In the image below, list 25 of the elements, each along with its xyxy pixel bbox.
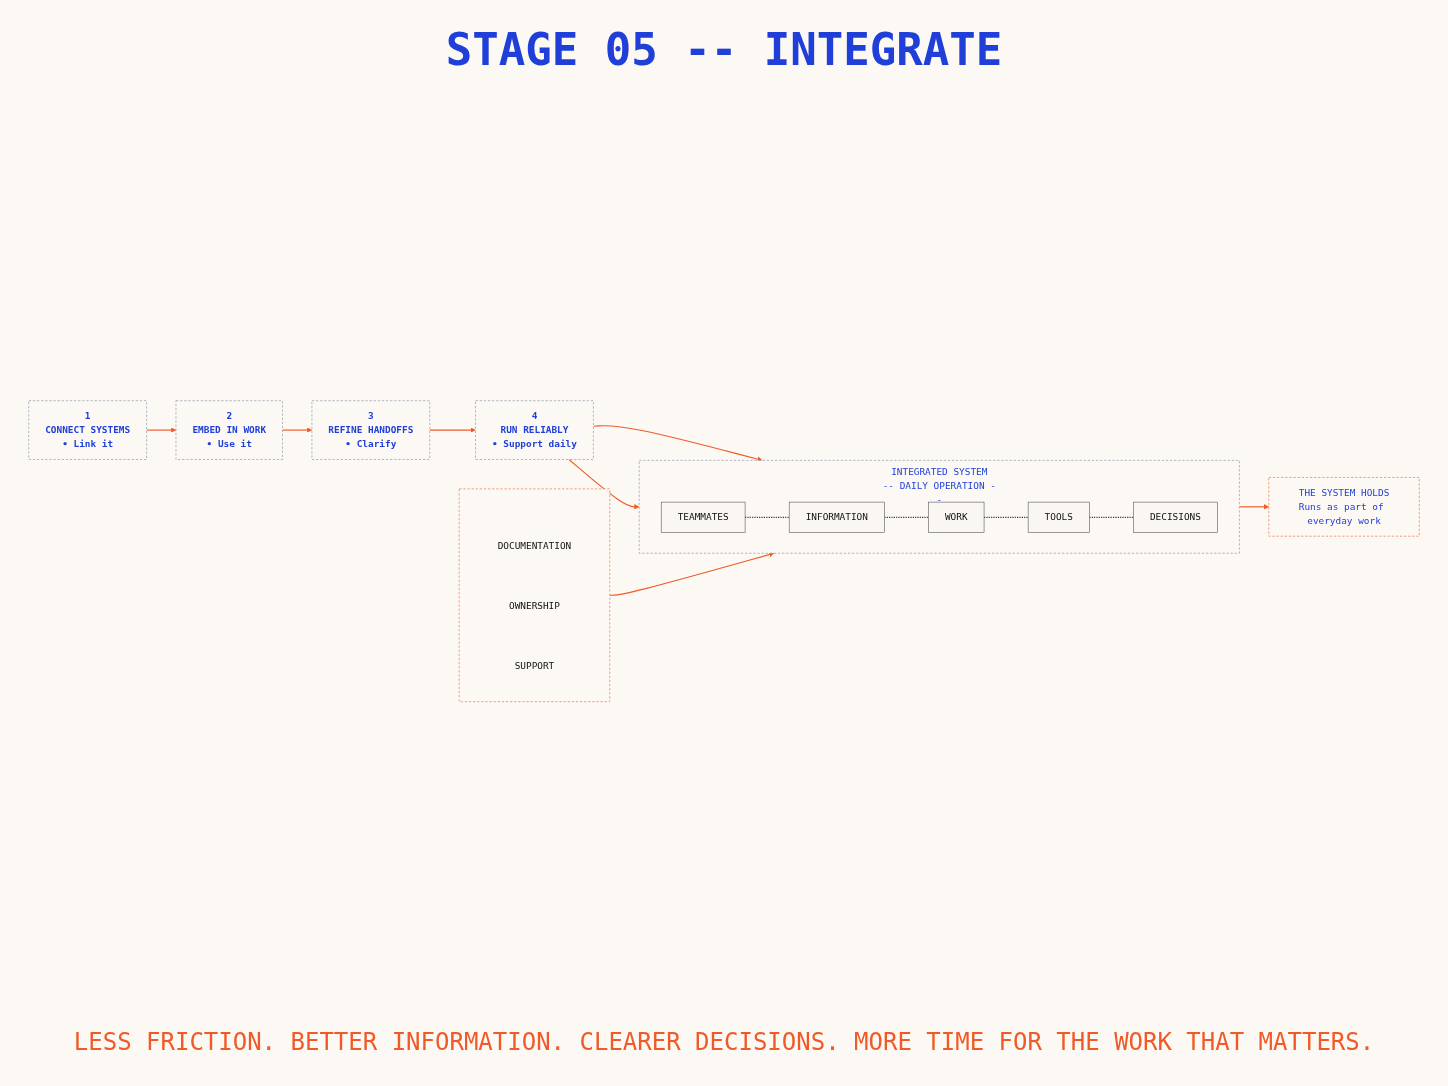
node-box: 1 CONNECT SYSTEMS • Link it [28,400,147,461]
arrow [281,427,313,433]
arrow [592,425,763,462]
node-box: WORK [928,502,985,534]
diagram-caption: LESS FRICTION. BETTER INFORMATION. CLEARER DECISIONS. MORE TIME FOR THE WORK THAT MATTERS. [73,1028,1375,1056]
arrow [429,427,476,433]
node-box: TOOLS [1027,502,1090,534]
node-text: OWNERSHIP [508,600,560,612]
cluster [458,488,611,703]
diagram-title: STAGE 05 -- INTEGRATE [445,24,1003,75]
arrow [146,427,177,433]
node-box: THE SYSTEM HOLDS Runs as part of everyday work [1268,477,1420,537]
node-box: 3 REFINE HANDOFFS • Clarify [311,400,431,461]
node-box: DECISIONS [1133,502,1218,534]
node-box: 2 EMBED IN WORK • Use it [175,400,283,461]
connector [744,517,790,519]
node-box: TEAMMATES [660,502,746,534]
node-box: INFORMATION [788,502,885,534]
node-text: SUPPORT [514,660,555,672]
connector [983,517,1029,519]
node-box: 4 RUN RELIABLY • Support daily [475,400,594,461]
arrow [609,552,775,597]
arrow [1238,504,1269,510]
node-text: DOCUMENTATION [497,540,572,552]
arrow [568,459,640,510]
